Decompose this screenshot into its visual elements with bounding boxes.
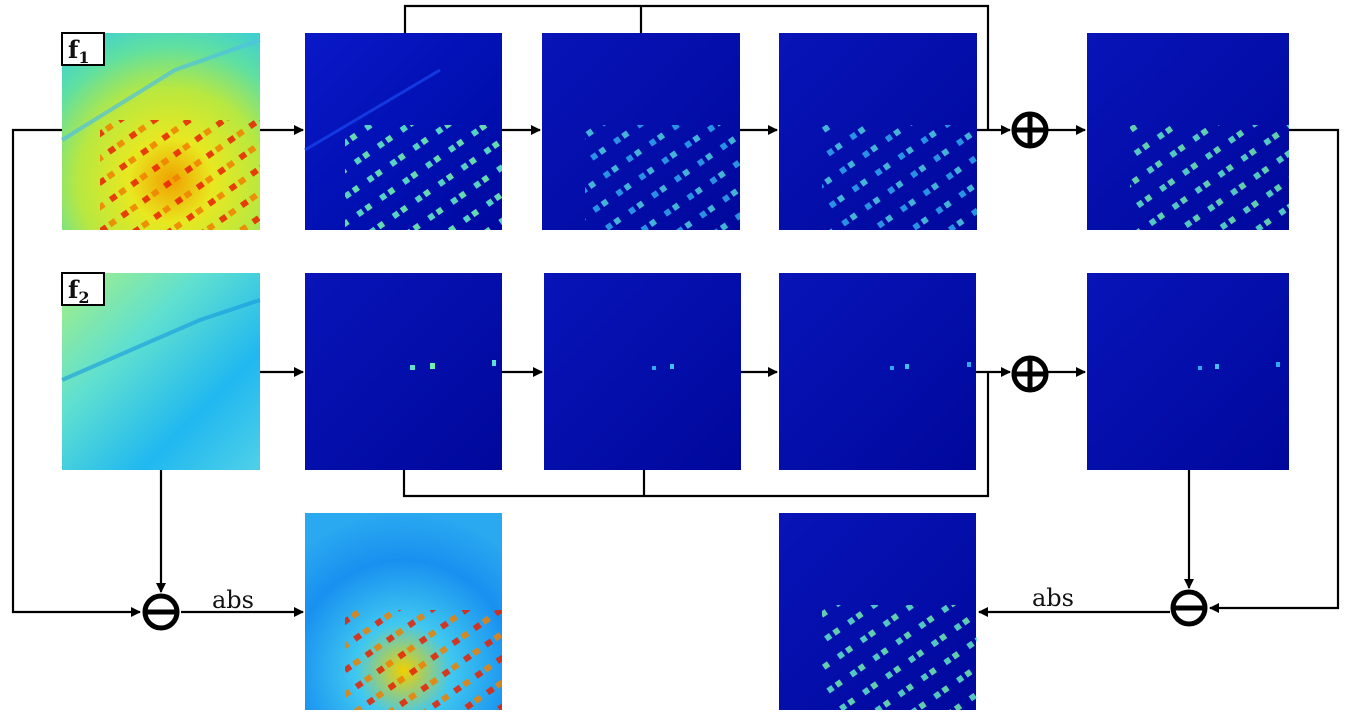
arrows-row1 — [260, 4, 1086, 135]
image-row1-col4 — [779, 33, 977, 230]
image-row2-col2 — [305, 273, 502, 470]
image-row1-col2 — [304, 33, 502, 230]
image-row2-col3 — [544, 273, 741, 470]
add-operator-bottom — [1011, 355, 1049, 393]
label-f1: f1 — [61, 32, 105, 67]
add-operator-top — [1011, 111, 1049, 149]
left-diff-path — [11, 128, 304, 617]
image-row1-col3 — [542, 33, 740, 230]
image-f2 — [61, 273, 261, 470]
image-row2-col4 — [779, 273, 976, 470]
image-diff-left — [305, 513, 502, 710]
svg-text:f2: f2 — [68, 275, 89, 307]
image-f1 — [60, 33, 261, 230]
image-diff-right — [779, 513, 977, 710]
arrow-row1-to-sub-right — [1209, 128, 1340, 613]
f1-base: f — [68, 35, 80, 64]
skip-connection-top — [403, 4, 990, 130]
sub-operator-left — [142, 593, 180, 631]
f1-sub: 1 — [78, 48, 89, 67]
f2-sub: 2 — [78, 288, 89, 307]
right-diff-path — [978, 128, 1340, 617]
arrow-f1-to-sub-left — [11, 128, 141, 617]
f2-base: f — [68, 275, 80, 304]
abs-label-left: abs — [212, 586, 254, 614]
abs-label-right: abs — [1032, 584, 1074, 612]
sub-operator-right — [1170, 589, 1208, 627]
svg-text:f1: f1 — [68, 35, 89, 67]
image-row1-col5 — [1087, 33, 1289, 230]
skip-connection-bottom — [402, 372, 990, 498]
image-row2-col5 — [1087, 273, 1289, 470]
label-f2: f2 — [61, 272, 105, 307]
arrows-row2 — [260, 367, 1086, 498]
